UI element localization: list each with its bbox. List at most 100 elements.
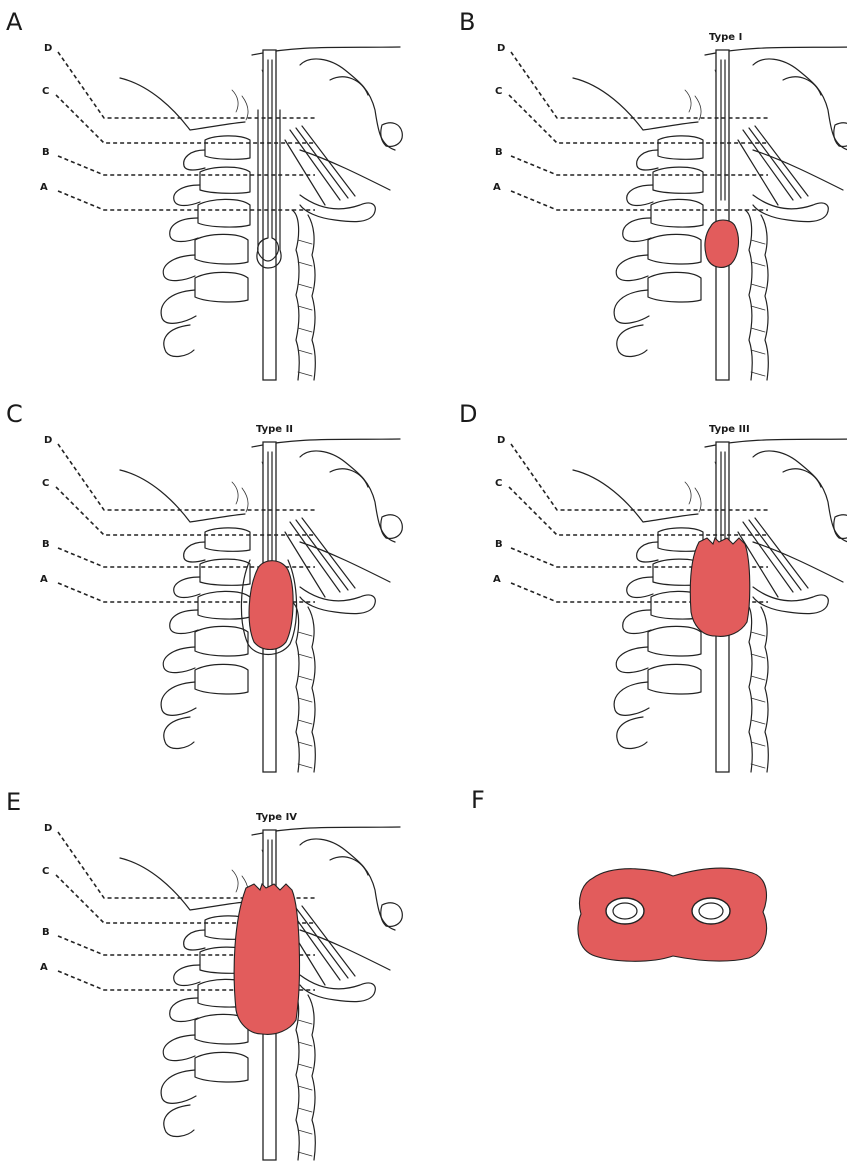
- occipital-outline: [753, 451, 847, 542]
- vertebral-body: [648, 272, 701, 302]
- spinous-process: [184, 150, 205, 170]
- c1-posterior-arch: [834, 123, 847, 147]
- disc-line: [298, 1086, 312, 1090]
- posterior-column: [292, 602, 299, 772]
- spinous-process: [614, 290, 649, 323]
- occipital-shelf: [753, 542, 843, 582]
- disc-line: [298, 1042, 312, 1046]
- spinous-process: [623, 610, 651, 634]
- level-label-a: A: [493, 183, 501, 193]
- vertebral-body: [198, 199, 250, 227]
- mandible-outline: [120, 470, 245, 522]
- disc-line: [751, 372, 765, 376]
- spine-anatomy: [120, 47, 402, 380]
- level-label-d: D: [44, 436, 52, 446]
- vertebral-body: [200, 167, 250, 193]
- posterior-column-outer: [761, 607, 768, 772]
- posterior-column: [745, 210, 752, 380]
- occipital-contour: [330, 77, 368, 95]
- vertebral-body: [651, 199, 703, 227]
- level-label-c: C: [42, 867, 49, 877]
- occipital-contour: [783, 77, 821, 95]
- tumor-mass: [690, 538, 750, 636]
- mandible-outline: [120, 858, 245, 910]
- disc-line: [751, 742, 765, 746]
- spinous-process: [614, 682, 649, 715]
- disc-line: [298, 240, 312, 244]
- tumor-mass: [705, 220, 739, 267]
- level-label-d: D: [497, 436, 505, 446]
- mandible-outline: [573, 470, 698, 522]
- spinous-process: [170, 998, 198, 1022]
- level-label-b: B: [495, 148, 503, 158]
- panel-d: DType IIIDCBA: [453, 392, 847, 782]
- panel-illustration: [0, 392, 400, 782]
- level-label-b: B: [42, 540, 50, 550]
- spinous-process: [161, 682, 196, 715]
- posterior-column: [292, 210, 299, 380]
- c2-lamina: [753, 587, 828, 614]
- level-label-c: C: [495, 479, 502, 489]
- ligament-lines: [738, 126, 808, 205]
- tumor-mass: [249, 561, 293, 650]
- spinous-process: [164, 717, 194, 748]
- spinous-process: [627, 577, 653, 598]
- spinous-process: [164, 325, 194, 356]
- occipital-contour: [330, 857, 368, 875]
- spinous-process: [637, 542, 658, 562]
- spinous-process: [184, 542, 205, 562]
- ligament-lines: [285, 126, 355, 205]
- vertebral-body: [195, 664, 248, 694]
- level-label-d: D: [497, 44, 505, 54]
- spinous-process: [174, 185, 200, 206]
- vertebral-body: [658, 136, 703, 159]
- spinous-process: [616, 255, 648, 281]
- disc-line: [298, 654, 312, 658]
- c1-posterior-arch: [381, 515, 403, 539]
- level-label-a: A: [40, 963, 48, 973]
- panel-illustration: [453, 0, 847, 390]
- vertebral-artery-lumen-right: [699, 903, 723, 919]
- posterior-column-outer: [308, 607, 315, 772]
- level-label-c: C: [42, 479, 49, 489]
- occipital-shelf: [300, 930, 390, 970]
- disc-line: [298, 676, 312, 680]
- posterior-column-outer: [308, 995, 315, 1160]
- vertebral-body: [648, 626, 701, 656]
- disc-line: [298, 1108, 312, 1112]
- disc-line: [751, 328, 765, 332]
- spinal-cord: [257, 50, 281, 380]
- occipital-contour: [330, 469, 368, 487]
- occipital-contour: [783, 469, 821, 487]
- spinous-process: [163, 255, 195, 281]
- vertebral-body: [205, 136, 250, 159]
- disc-line: [298, 328, 312, 332]
- spinous-process: [174, 577, 200, 598]
- level-label-c: C: [42, 87, 49, 97]
- spine-anatomy: [573, 47, 847, 380]
- tumor: [705, 220, 739, 267]
- panel-b: BType IDCBA: [453, 0, 847, 390]
- disc-line: [298, 698, 312, 702]
- spinous-process: [617, 325, 647, 356]
- spinous-process: [174, 965, 200, 986]
- disc-line: [751, 764, 765, 768]
- panel-illustration: [0, 780, 400, 1170]
- occipital-shelf: [753, 150, 843, 190]
- level-label-a: A: [40, 183, 48, 193]
- disc-line: [298, 764, 312, 768]
- spinous-process: [616, 647, 648, 673]
- cross-section-illustration: [453, 780, 847, 1163]
- vertebral-body: [200, 559, 250, 585]
- disc-line: [751, 654, 765, 658]
- tumor: [234, 884, 299, 1034]
- occipital-shelf: [300, 542, 390, 582]
- level-label-a: A: [493, 575, 501, 585]
- disc-line: [298, 1130, 312, 1134]
- spinous-process: [184, 930, 205, 950]
- spinous-process: [617, 717, 647, 748]
- spinous-process: [170, 218, 198, 242]
- disc-line: [298, 1020, 312, 1024]
